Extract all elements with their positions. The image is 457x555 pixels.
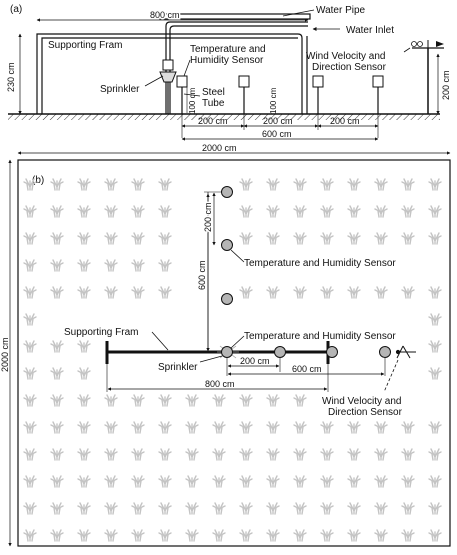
water-inlet-label: Water Inlet <box>346 25 394 36</box>
temp-sensor-b-upper-label: Temperature and Humidity Sensor <box>244 258 396 269</box>
sprinkler-a-label: Sprinkler <box>100 84 140 95</box>
temp-sensor-b3 <box>221 293 233 305</box>
dim-h800-text: 800 cm <box>205 379 235 389</box>
temp-sensor-a4 <box>372 75 384 114</box>
dim-v200-text: 200 cm <box>203 202 213 232</box>
frame-b-leader <box>151 331 169 351</box>
panel-a-label: (a) <box>10 4 22 15</box>
dim-sp3-text: 200 cm <box>330 116 360 126</box>
steel-tube-leader <box>183 93 201 97</box>
supporting-frame-label: Supporting Fram <box>48 40 122 51</box>
dim-v600-text: 600 cm <box>197 260 207 290</box>
steel-tube-line1: Steel <box>202 87 225 98</box>
sprinkler-a-leader <box>144 75 164 87</box>
ground-hatch <box>8 114 440 120</box>
frame-b-label: Supporting Fram <box>64 327 138 338</box>
wind-b-line2: Direction Sensor <box>328 407 403 418</box>
steel-tube-line2: Tube <box>202 98 225 109</box>
sprinkler-b-leader <box>199 355 223 363</box>
temp-sensor-b6 <box>326 346 338 358</box>
temp-sensor-a-leader <box>183 59 191 77</box>
wind-sensor-a-leader <box>403 47 411 53</box>
dim-h600-text: 600 cm <box>292 364 322 374</box>
water-pipe-label: Water Pipe <box>316 5 366 16</box>
temp-sensor-b-lower-leader <box>230 335 245 349</box>
dim-600a-text: 600 cm <box>262 129 292 139</box>
dim-230-text: 230 cm <box>6 62 16 92</box>
dim-h200-text: 200 cm <box>240 356 270 366</box>
temp-sensor-a3 <box>312 75 324 114</box>
dim-2000w-text: 2000 cm <box>202 143 237 153</box>
dim-200h-text: 200 cm <box>441 70 451 100</box>
temp-humidity-a-line2: Humidity Sensor <box>190 55 264 66</box>
dim-2000h-text: 2000 cm <box>0 337 10 372</box>
panel-b: 2000 cm 2000 cm (b) 200 cm 600 cm Suppor… <box>0 143 451 547</box>
temp-humidity-a-line1: Temperature and <box>190 44 266 55</box>
temp-sensor-b1 <box>221 186 233 198</box>
dim-100a-text: 100 cm <box>188 87 197 114</box>
temp-sensor-b2 <box>221 239 233 251</box>
temp-sensor-b5 <box>274 346 286 358</box>
dim-100b-text: 100 cm <box>269 87 278 114</box>
wind-a-line2: Direction Sensor <box>312 62 387 73</box>
panel-b-label: (b) <box>32 175 44 186</box>
water-pipe-leader <box>282 9 315 17</box>
temp-sensor-a1 <box>176 75 188 114</box>
wind-a-line1: Wind Velocity and <box>306 51 386 62</box>
supporting-frame <box>36 33 308 114</box>
dim-sp1-text: 200 cm <box>198 116 228 126</box>
dim-800-text: 800 cm <box>150 10 180 20</box>
temp-sensor-a2 <box>238 75 250 114</box>
temp-sensor-b-lower-label: Temperature and Humidity Sensor <box>244 331 396 342</box>
panel-a: (a) Water Pipe Water Inlet 800 cm 230 cm… <box>6 4 451 141</box>
sprinkler-b-label: Sprinkler <box>158 362 198 373</box>
temp-sensor-b7 <box>379 346 391 358</box>
wind-b-line1: Wind Velocity and <box>322 396 402 407</box>
wind-sensor-a <box>411 40 444 114</box>
dim-sp2-text: 200 cm <box>263 116 293 126</box>
sprinkler-a <box>159 59 177 114</box>
wind-sensor-b-leader <box>383 359 399 393</box>
temp-sensor-b-upper-leader <box>230 249 245 263</box>
wind-sensor-b <box>395 345 416 359</box>
temp-sensor-b4 <box>221 346 233 358</box>
